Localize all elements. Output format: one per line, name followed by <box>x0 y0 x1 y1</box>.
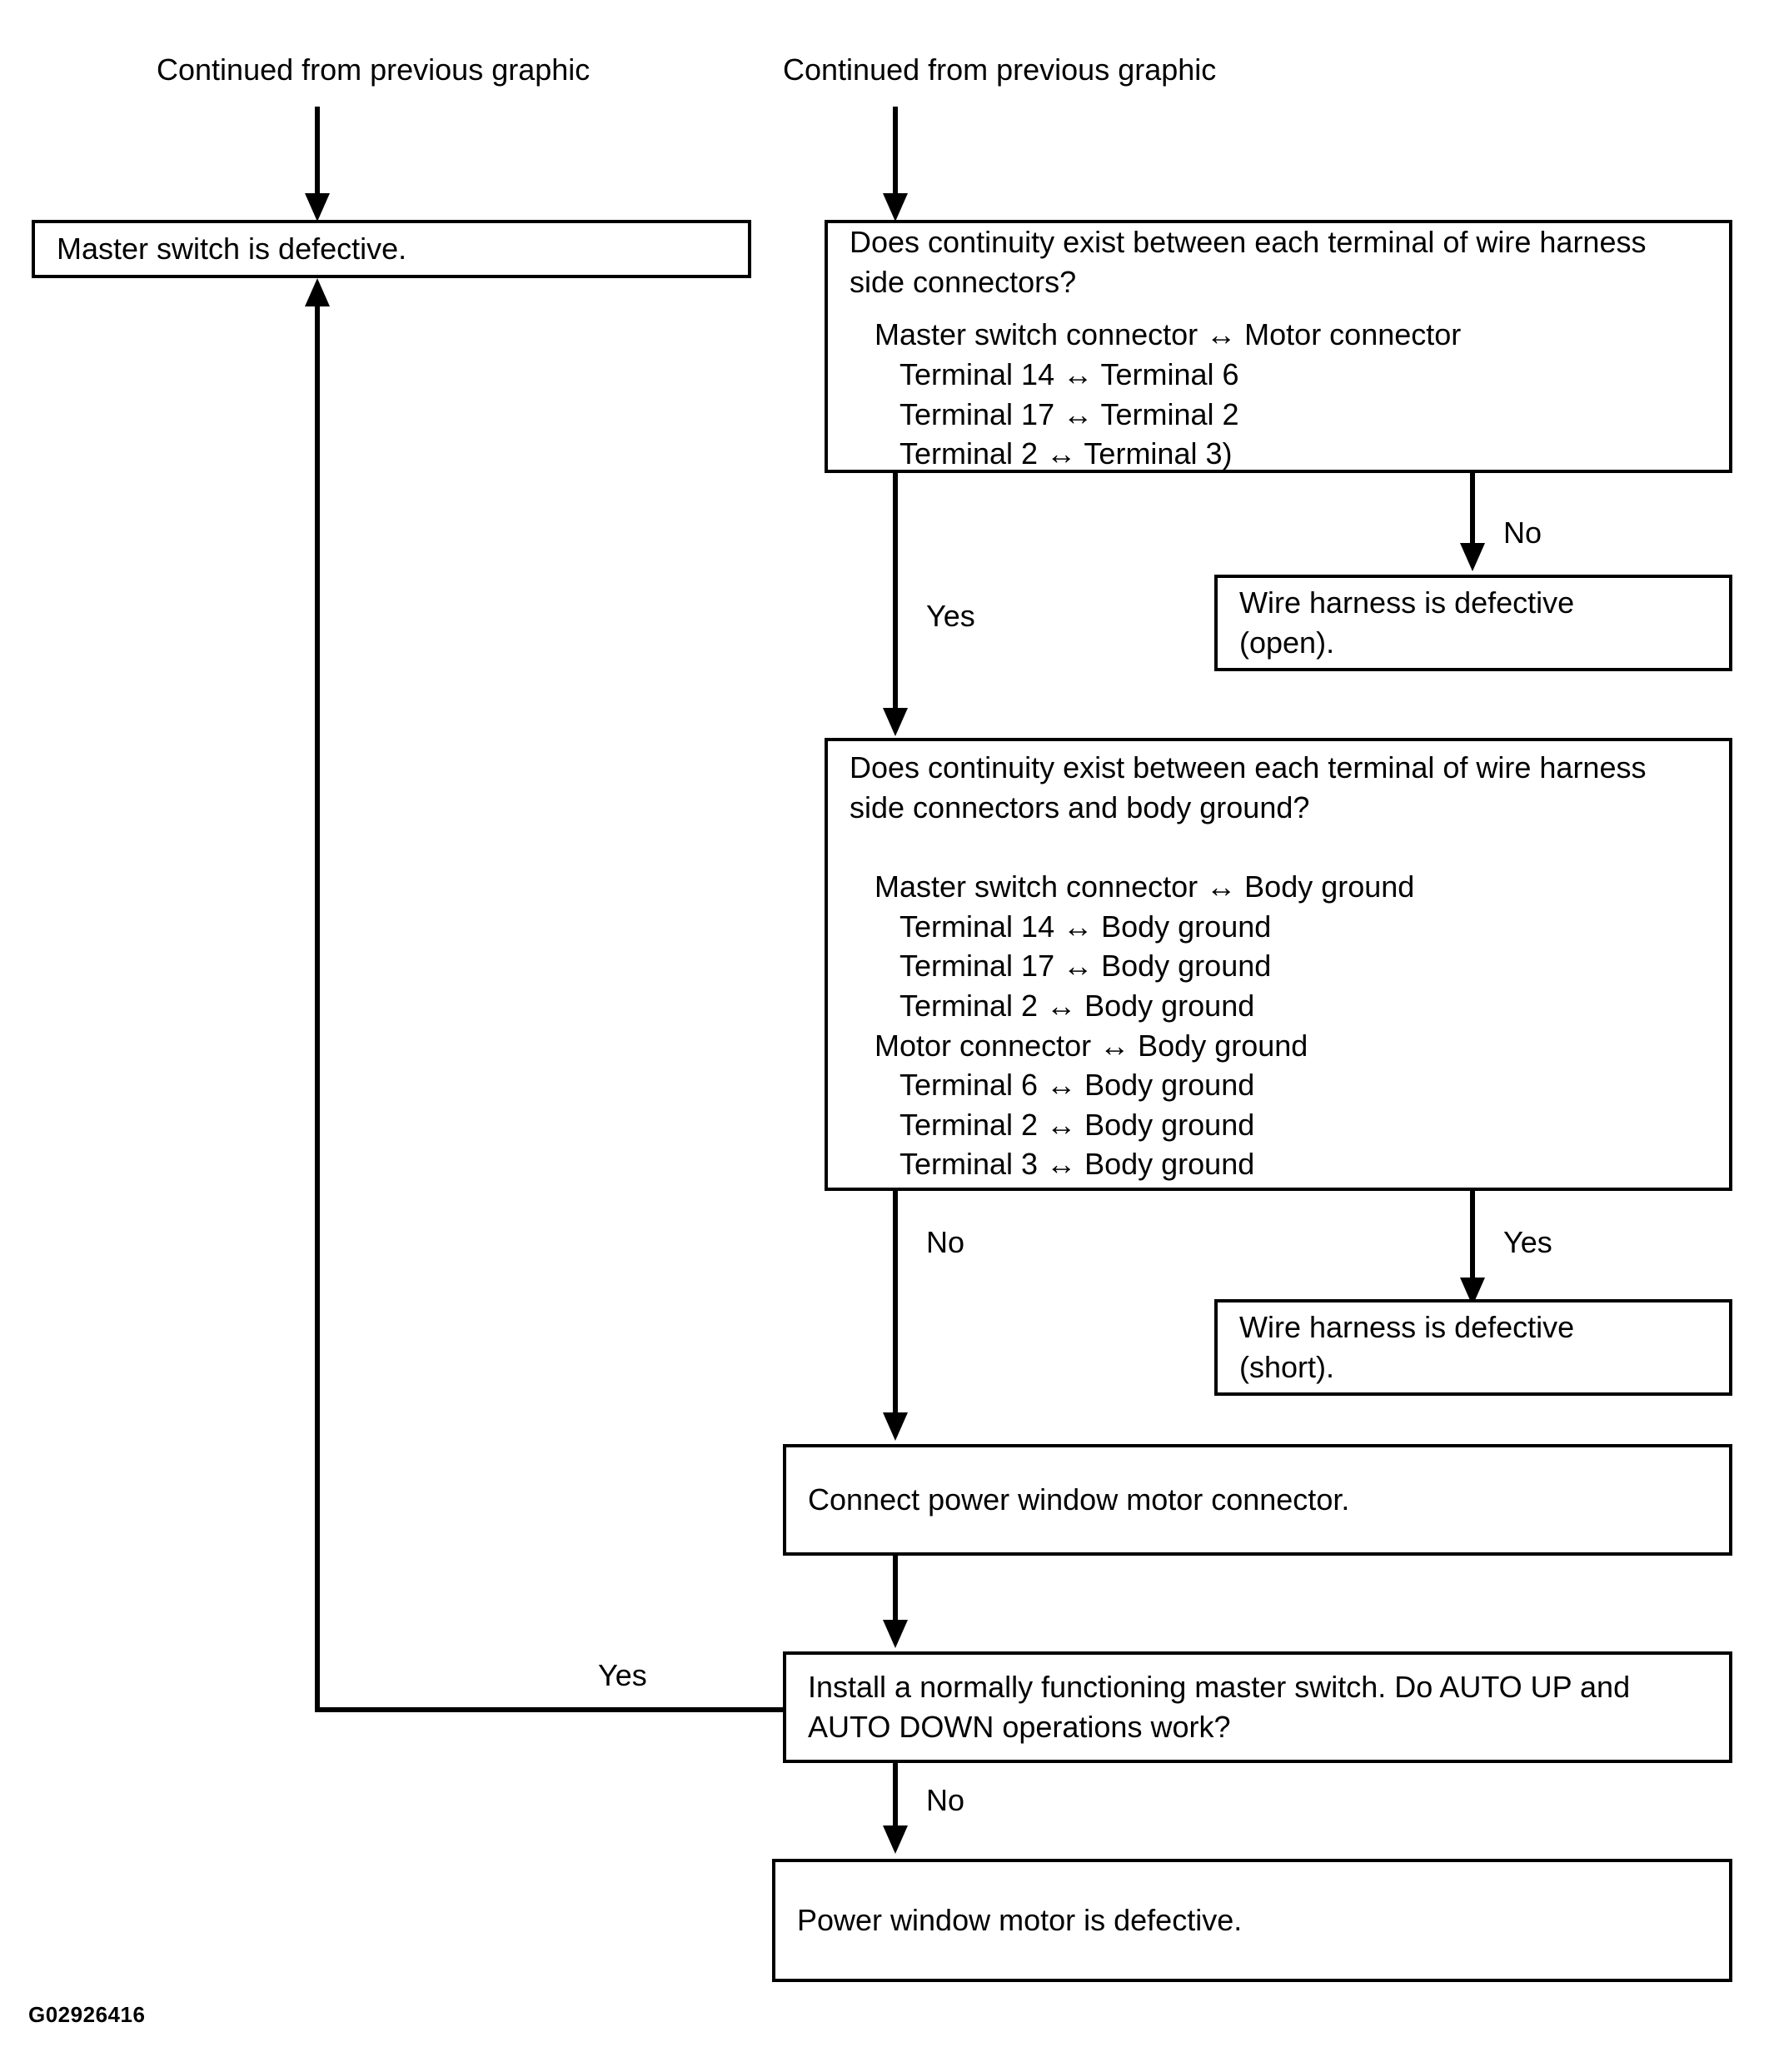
node-continuity-terminals-line2: side connectors? <box>850 264 1077 299</box>
edge-label-continuity-terminals-no: No <box>1503 516 1542 550</box>
connector-body-ground-no <box>893 1191 898 1416</box>
node-continuity-terminals-line6: Terminal 2 ↔ Terminal 3) <box>850 436 1233 471</box>
connector-install-yes-vertical <box>315 305 320 1712</box>
node-wire-harness-open: Wire harness is defective (open). <box>1214 575 1732 671</box>
connector-continuity-terminals-yes <box>893 473 898 713</box>
node-wire-harness-short-line2: (short). <box>1239 1350 1335 1384</box>
arrowhead-down-into-wire-harness-open <box>1460 543 1485 571</box>
continued-from-previous-graphic-right: Continued from previous graphic <box>783 52 1217 87</box>
arrowhead-down-into-continuity-terminals <box>883 193 908 222</box>
edge-label-body-ground-yes: Yes <box>1503 1225 1552 1259</box>
edge-label-body-ground-no: No <box>926 1225 965 1259</box>
node-continuity-body-ground-line2: side connectors and body ground? <box>850 789 1310 824</box>
node-wire-harness-open-line1: Wire harness is defective <box>1239 585 1575 620</box>
arrowhead-up-into-master-switch <box>305 278 330 306</box>
edge-label-install-yes: Yes <box>598 1658 647 1692</box>
node-connect-motor-connector-text: Connect power window motor connector. <box>808 1482 1350 1517</box>
edge-label-install-no: No <box>926 1783 965 1817</box>
node-power-window-motor-defective-text: Power window motor is defective. <box>797 1903 1243 1938</box>
connector-install-yes-horizontal <box>315 1707 786 1712</box>
node-continuity-body-ground-line4: Master switch connector ↔ Body ground <box>850 869 1415 904</box>
continued-from-previous-graphic-left: Continued from previous graphic <box>157 52 590 87</box>
connector-continuity-terminals-no <box>1470 473 1475 548</box>
node-continuity-terminals-line3: Master switch connector ↔ Motor connecto… <box>850 317 1462 352</box>
node-continuity-terminals-line1: Does continuity exist between each termi… <box>850 225 1647 260</box>
connector-continued-left-to-master-switch <box>315 107 320 198</box>
node-wire-harness-short-line1: Wire harness is defective <box>1239 1310 1575 1345</box>
node-continuity-body-ground-line10: Terminal 2 ↔ Body ground <box>850 1107 1255 1142</box>
connector-continued-right-to-continuity-terminals <box>893 107 898 198</box>
node-master-switch-defective-text: Master switch is defective. <box>57 232 407 266</box>
node-continuity-body-ground-line5: Terminal 14 ↔ Body ground <box>850 909 1272 944</box>
node-continuity-body-ground-line7: Terminal 2 ↔ Body ground <box>850 989 1255 1023</box>
node-continuity-body-ground: Does continuity exist between each termi… <box>825 738 1732 1191</box>
node-master-switch-defective: Master switch is defective. <box>32 220 751 278</box>
connector-body-ground-yes <box>1470 1191 1475 1283</box>
node-continuity-body-ground-line9: Terminal 6 ↔ Body ground <box>850 1068 1255 1103</box>
node-wire-harness-open-line2: (open). <box>1239 625 1335 660</box>
arrowhead-down-into-master-switch <box>305 193 330 222</box>
node-continuity-body-ground-line1: Does continuity exist between each termi… <box>850 750 1647 785</box>
node-continuity-body-ground-line3 <box>828 827 1729 867</box>
arrowhead-down-into-continuity-body-ground <box>883 708 908 736</box>
figure-id-code: G02926416 <box>28 2002 146 2027</box>
node-power-window-motor-defective: Power window motor is defective. <box>772 1859 1732 1982</box>
edge-label-continuity-terminals-yes: Yes <box>926 599 975 633</box>
connector-install-no <box>893 1763 898 1830</box>
node-continuity-body-ground-line8: Motor connector ↔ Body ground <box>850 1028 1308 1063</box>
node-continuity-body-ground-line6: Terminal 17 ↔ Body ground <box>850 949 1272 984</box>
node-continuity-terminals-line4: Terminal 14 ↔ Terminal 6 <box>850 357 1239 391</box>
arrowhead-down-into-power-window-motor-defective <box>883 1825 908 1854</box>
node-install-master-switch-line2: AUTO DOWN operations work? <box>808 1710 1231 1744</box>
node-wire-harness-short: Wire harness is defective (short). <box>1214 1299 1732 1396</box>
node-connect-motor-connector: Connect power window motor connector. <box>783 1444 1732 1556</box>
node-continuity-body-ground-line11: Terminal 3 ↔ Body ground <box>850 1147 1255 1182</box>
node-install-master-switch: Install a normally functioning master sw… <box>783 1651 1732 1763</box>
node-continuity-terminals: Does continuity exist between each termi… <box>825 220 1732 473</box>
connector-connect-to-install <box>893 1556 898 1625</box>
node-install-master-switch-line1: Install a normally functioning master sw… <box>808 1670 1631 1705</box>
arrowhead-down-into-install-master-switch <box>883 1620 908 1648</box>
arrowhead-down-into-connect-motor-connector <box>883 1412 908 1441</box>
node-continuity-terminals-line5: Terminal 17 ↔ Terminal 2 <box>850 396 1239 431</box>
